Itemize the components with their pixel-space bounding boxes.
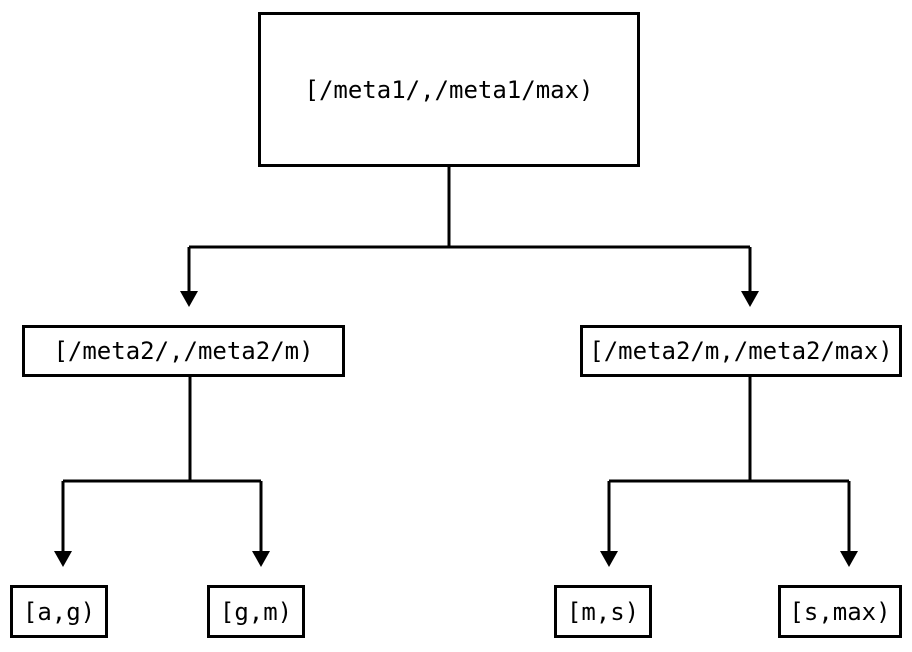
node-level2-left[interactable]: [/meta2/,/meta2/m) (22, 325, 345, 377)
arrowhead-icon-mid-right-to-leaf-4 (840, 551, 858, 567)
node-leaf-2[interactable]: [g,m) (207, 585, 305, 638)
node-root[interactable]: [/meta1/,/meta1/max) (258, 12, 640, 167)
node-leaf-3[interactable]: [m,s) (554, 585, 652, 638)
node-level2-right[interactable]: [/meta2/m,/meta2/max) (580, 325, 902, 377)
arrowhead-icon-root-to-mid-right (741, 291, 759, 307)
node-leaf-4[interactable]: [s,max) (778, 585, 902, 638)
arrowhead-icon-root-to-mid-left (180, 291, 198, 307)
arrowhead-icon-mid-left-to-leaf-1 (54, 551, 72, 567)
node-leaf-1[interactable]: [a,g) (10, 585, 108, 638)
arrowhead-icon-mid-right-to-leaf-3 (600, 551, 618, 567)
arrowhead-icon-mid-left-to-leaf-2 (252, 551, 270, 567)
